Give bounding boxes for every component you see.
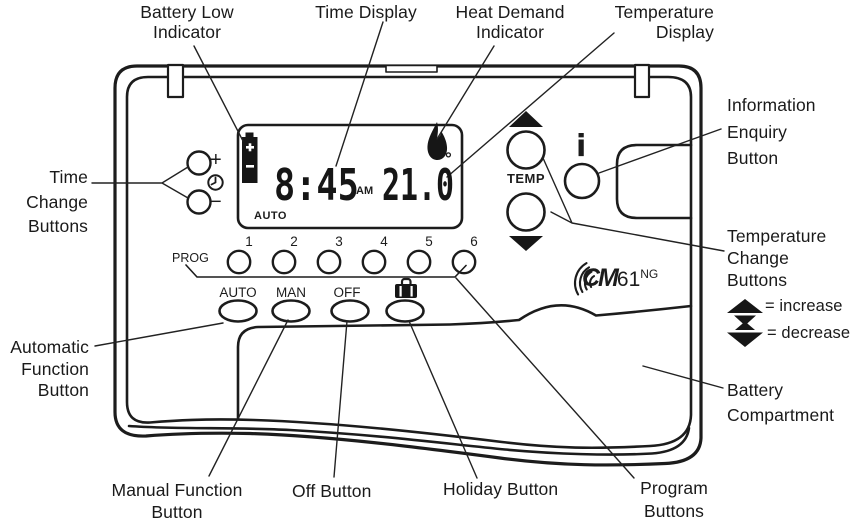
leader-heat-demand bbox=[436, 45, 495, 140]
program-button-6[interactable] bbox=[451, 249, 477, 275]
time-minus-label: − bbox=[210, 191, 222, 213]
program-button-5[interactable] bbox=[406, 249, 432, 275]
brand-cm: CM bbox=[582, 264, 619, 292]
prog-label: PROG bbox=[172, 251, 209, 265]
leader-info-enquiry bbox=[598, 128, 722, 174]
program-number-4: 4 bbox=[380, 234, 388, 249]
program-button-3[interactable] bbox=[316, 249, 342, 275]
program-number-2: 2 bbox=[290, 234, 298, 249]
label-time-display: Time Display bbox=[315, 2, 417, 22]
label-decrease-legend: = decrease bbox=[767, 324, 851, 342]
label-battery-low-indicator: Battery Low Indicator bbox=[140, 2, 234, 42]
temp-up-button[interactable] bbox=[506, 130, 546, 170]
label-manual-function-button: Manual Function Button bbox=[111, 480, 243, 522]
heat-demand-flame-icon bbox=[427, 122, 448, 160]
battery-cover-top-edge bbox=[236, 304, 693, 420]
info-button[interactable] bbox=[563, 162, 601, 200]
side-slot bbox=[615, 143, 693, 220]
off-mode-label: OFF bbox=[333, 285, 361, 300]
top-notch bbox=[385, 64, 438, 73]
temp-down-arrow-icon bbox=[509, 236, 543, 251]
device-outer-case bbox=[113, 64, 703, 467]
program-number-3: 3 bbox=[335, 234, 343, 249]
leader-battery-low bbox=[193, 45, 244, 142]
wall-clip-left bbox=[166, 63, 185, 99]
time-plus-button[interactable] bbox=[186, 150, 212, 176]
program-number-6: 6 bbox=[470, 234, 478, 249]
leader-automatic bbox=[94, 322, 224, 347]
leader-program bbox=[455, 277, 635, 479]
program-number-5: 5 bbox=[425, 234, 433, 249]
leader-holiday bbox=[408, 320, 478, 479]
lcd-temperature: 21.0 bbox=[382, 160, 455, 211]
program-button-2[interactable] bbox=[271, 249, 297, 275]
man-button[interactable] bbox=[271, 299, 311, 323]
auto-mode-label: AUTO bbox=[219, 285, 257, 300]
wall-clip-right bbox=[633, 63, 651, 99]
label-heat-demand-indicator: Heat Demand Indicator bbox=[455, 2, 565, 42]
increase-arrow-icon bbox=[727, 299, 763, 326]
brand-signal-arcs-icon bbox=[574, 262, 596, 296]
program-button-4[interactable] bbox=[361, 249, 387, 275]
lcd-mode-auto: AUTO bbox=[254, 210, 287, 222]
label-battery-compartment: Battery Compartment bbox=[727, 380, 835, 425]
time-minus-button[interactable] bbox=[186, 189, 212, 215]
man-mode-label: MAN bbox=[276, 285, 306, 300]
clock-icon bbox=[207, 174, 224, 191]
holiday-button[interactable] bbox=[385, 299, 425, 323]
off-button[interactable] bbox=[330, 299, 370, 323]
leader-temperature-display bbox=[446, 32, 615, 178]
leader-time-display bbox=[335, 21, 384, 167]
program-bracket bbox=[185, 264, 467, 278]
label-holiday-button: Holiday Button bbox=[443, 479, 559, 499]
label-information-enquiry-button: Information Enquiry Button bbox=[727, 95, 816, 168]
temp-down-button[interactable] bbox=[506, 192, 546, 232]
auto-button[interactable] bbox=[218, 299, 258, 323]
decrease-arrow-icon bbox=[727, 321, 763, 347]
device-inner-case bbox=[125, 75, 693, 450]
temp-label: TEMP bbox=[506, 171, 546, 186]
program-button-1[interactable] bbox=[226, 249, 252, 275]
temp-up-arrow-icon bbox=[509, 111, 543, 127]
label-temperature-display: Temperature Display bbox=[614, 2, 714, 42]
leader-off bbox=[333, 320, 348, 478]
brand-logo: CM61NG bbox=[582, 264, 658, 293]
info-i-label: i bbox=[576, 129, 587, 164]
time-plus-label: + bbox=[210, 149, 222, 171]
label-increase-legend: = increase bbox=[765, 297, 843, 315]
leader-time-change bbox=[91, 166, 189, 199]
brand-ng: NG bbox=[640, 267, 659, 281]
program-number-1: 1 bbox=[245, 234, 253, 249]
lcd-degree-symbol: ° bbox=[445, 149, 452, 168]
leader-temp-change bbox=[542, 157, 725, 252]
lcd-time: 8:45 bbox=[274, 160, 359, 211]
brand-61: 61 bbox=[616, 268, 641, 291]
battery-low-icon bbox=[242, 132, 258, 183]
label-time-change-buttons: Time Change Buttons bbox=[26, 167, 88, 236]
label-off-button: Off Button bbox=[292, 481, 372, 501]
holiday-suitcase-icon bbox=[395, 277, 417, 298]
label-program-buttons: Program Buttons bbox=[640, 478, 708, 521]
leader-lines bbox=[91, 21, 725, 479]
label-automatic-function-button: Automatic Function Button bbox=[10, 337, 89, 400]
leader-manual bbox=[208, 319, 289, 477]
leader-battery-compartment bbox=[642, 365, 724, 389]
battery-cover-bottom-edge bbox=[127, 424, 691, 456]
lcd-am: AM bbox=[356, 185, 374, 197]
label-temperature-change-buttons: Temperature Change Buttons bbox=[727, 226, 827, 290]
